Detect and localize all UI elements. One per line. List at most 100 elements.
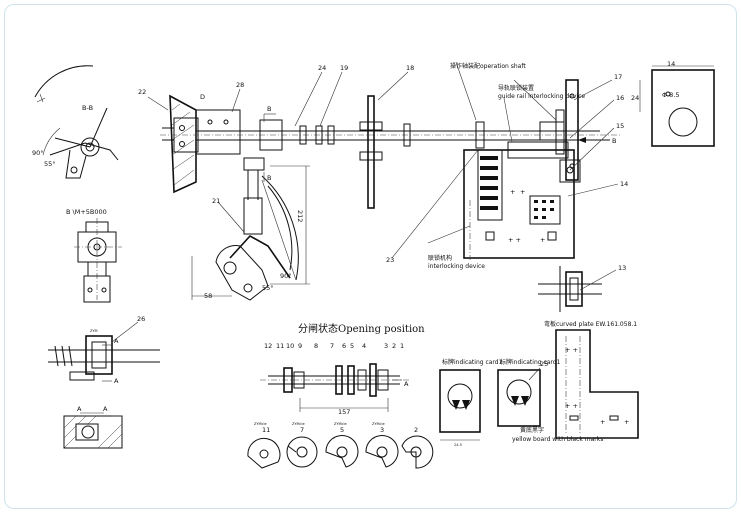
cam-11: ZYMcle (247, 422, 281, 469)
svg-text:A: A (114, 337, 119, 345)
svg-text:+: + (520, 188, 525, 196)
detail-number-7: 7 (300, 426, 304, 434)
svg-text:26: 26 (137, 315, 145, 323)
svg-text:+ +: + + (565, 402, 578, 410)
part-number-1: 1 (400, 342, 404, 350)
part-number-16: 16 (616, 94, 624, 102)
svg-text:B: B (267, 105, 271, 113)
svg-text:ZYMcle: ZYMcle (292, 422, 305, 426)
angle-label-a: 90° (32, 149, 44, 157)
part-number-5: 5 (350, 342, 354, 350)
dim-212: 212 (296, 210, 304, 222)
angle-label-b: 55° (44, 160, 56, 168)
drawing-frame (4, 4, 737, 509)
svg-text:25: 25 (540, 360, 548, 368)
dim-phi-85: Φ 8.5 (662, 91, 680, 99)
part-number-4: 4 (362, 342, 366, 350)
detail-number-11: 11 (262, 426, 270, 434)
view-b-title: B \M+5B000 (66, 208, 107, 216)
part-number-14: 14 (620, 180, 628, 188)
part-number-8: 8 (314, 342, 318, 350)
part-number-3: 3 (384, 342, 388, 350)
svg-text:A: A (114, 377, 119, 385)
view-b-bracket: B \M+5B000 (66, 208, 122, 303)
part-number-22: 22 (138, 88, 146, 96)
cam-7: ZYMcle (286, 422, 318, 468)
callout-interlock-cn: 联锁机构 (428, 254, 452, 262)
dim-157: 157 (338, 408, 350, 416)
part-number-15: 15 (616, 122, 624, 130)
part-number-9: 9 (298, 342, 302, 350)
detail-number-2: 2 (414, 426, 418, 434)
callout-yellow-board-cn: 黄底黑字 (520, 426, 544, 434)
part-numbers: 22 28 24 19 18 17 16 15 14 21 23 12 11 1… (138, 64, 628, 434)
svg-text:+: + (510, 188, 515, 196)
detail-number-5: 5 (340, 426, 344, 434)
angle-label-c: 90° (280, 272, 292, 280)
part-number-24: 24 (318, 64, 326, 72)
part-number-10: 10 (286, 342, 294, 350)
svg-text:+ +: + + (565, 346, 578, 354)
detail-13: 13 (538, 264, 626, 312)
section-bb-title: B-B (82, 104, 93, 112)
svg-text:+ +: + + (508, 236, 521, 244)
part-number-11: 11 (276, 342, 284, 350)
callout-curved-plate: 弯板curved plate EW.161.058.1 (544, 320, 637, 328)
indicating-card-2: 25 (497, 360, 548, 427)
part-number-23: 23 (386, 256, 394, 264)
section-aa: A A (63, 405, 123, 449)
detail-plate-14: 14 24 Φ 8.5 (631, 60, 715, 147)
svg-text:+: + (624, 418, 629, 426)
opening-position-shaft: 分闸状态Opening position A 157 (260, 322, 425, 416)
label-b-arrow: B (612, 137, 616, 145)
part-number-21: 21 (212, 197, 220, 205)
svg-text:+: + (540, 236, 545, 244)
part-number-28: 28 (236, 81, 244, 89)
cam-5: ZYMcle (325, 422, 359, 468)
leader-lines (147, 61, 619, 259)
svg-text:A: A (103, 405, 108, 413)
svg-text:14: 14 (667, 60, 675, 68)
drawing-title: 分闸状态Opening position (298, 322, 425, 335)
svg-text:13: 13 (618, 264, 626, 272)
cam-details: ZYMcle ZYMcle ZYMcle ZYMcle (247, 422, 434, 469)
part-number-19: 19 (340, 64, 348, 72)
cam-3: ZYMcle (365, 422, 399, 468)
angle-label-d: 55° (262, 284, 274, 292)
dim-24: 24 (631, 94, 639, 102)
callout-indicating-card-1: 标牌indicating card1 (442, 358, 503, 366)
indicating-card-1: 24.5 (439, 369, 481, 447)
svg-text:A: A (77, 405, 82, 413)
detail-26: ZYM A A 26 (48, 315, 160, 385)
dim-58: 58 (204, 292, 212, 300)
part-number-7: 7 (330, 342, 334, 350)
svg-text:ZYMcle: ZYMcle (372, 422, 385, 426)
svg-text:+: + (600, 418, 605, 426)
cam-2 (401, 435, 434, 469)
interlock-panel: + + + + + B (463, 79, 616, 260)
main-assembly: 212 58 90° 55° B B D (160, 93, 620, 301)
callout-texts: 操作轴装配operation shaft 导轨联锁装置 guide rail i… (428, 62, 637, 443)
section-bb-view: B-B 90° 55° (32, 65, 119, 179)
callout-yellow-board-en: yellow board with black marks (512, 436, 603, 443)
curved-plate: + + + + + + (555, 329, 639, 439)
part-number-6: 6 (342, 342, 346, 350)
callout-operation-shaft: 操作轴装配operation shaft (450, 62, 526, 70)
part-number-17: 17 (614, 73, 622, 81)
part-number-12: 12 (264, 342, 272, 350)
svg-text:A: A (404, 380, 409, 388)
svg-text:24.5: 24.5 (454, 443, 462, 447)
callout-guide-rail-cn: 导轨联锁装置 (498, 84, 534, 92)
callout-interlock-en: interlocking device (428, 263, 485, 270)
svg-text:B: B (267, 174, 271, 182)
callout-guide-rail-en: guide rail interlocking device (498, 93, 585, 100)
svg-text:ZYMcle: ZYMcle (334, 422, 347, 426)
detail-number-3: 3 (380, 426, 384, 434)
callout-indicating-card-2: 标牌indicating card1 (500, 358, 561, 366)
svg-text:ZYM: ZYM (90, 329, 98, 333)
part-number-2: 2 (392, 342, 396, 350)
svg-text:ZYMcle: ZYMcle (254, 422, 267, 426)
label-d: D (200, 93, 205, 101)
part-number-18: 18 (406, 64, 414, 72)
